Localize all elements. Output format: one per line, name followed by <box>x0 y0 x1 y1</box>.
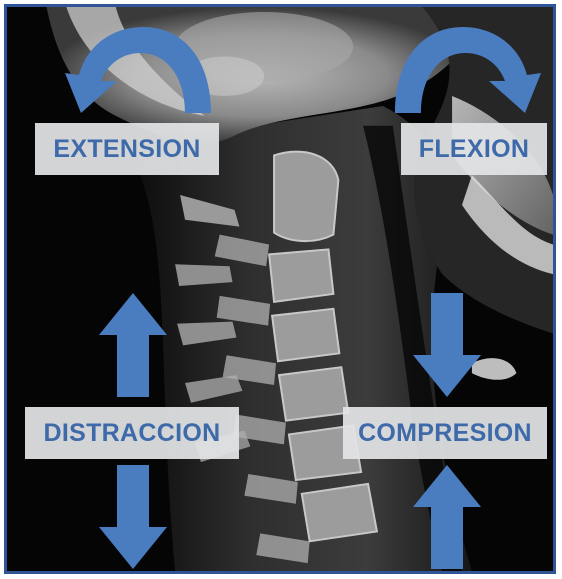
distraction-down-arrow-icon <box>97 463 169 571</box>
compression-up-arrow-icon <box>411 463 483 571</box>
compression-down-arrow-icon <box>411 291 483 399</box>
flexion-curved-arrow-icon <box>389 23 545 115</box>
distraction-label: DISTRACCION <box>25 407 239 459</box>
diagram-frame: EXTENSION FLEXION DISTRACCION COMPRESION <box>4 4 556 574</box>
compression-label: COMPRESION <box>343 407 547 459</box>
distraction-up-arrow-icon <box>97 291 169 399</box>
flexion-label: FLEXION <box>401 123 547 175</box>
extension-label: EXTENSION <box>35 123 219 175</box>
extension-curved-arrow-icon <box>61 23 217 115</box>
